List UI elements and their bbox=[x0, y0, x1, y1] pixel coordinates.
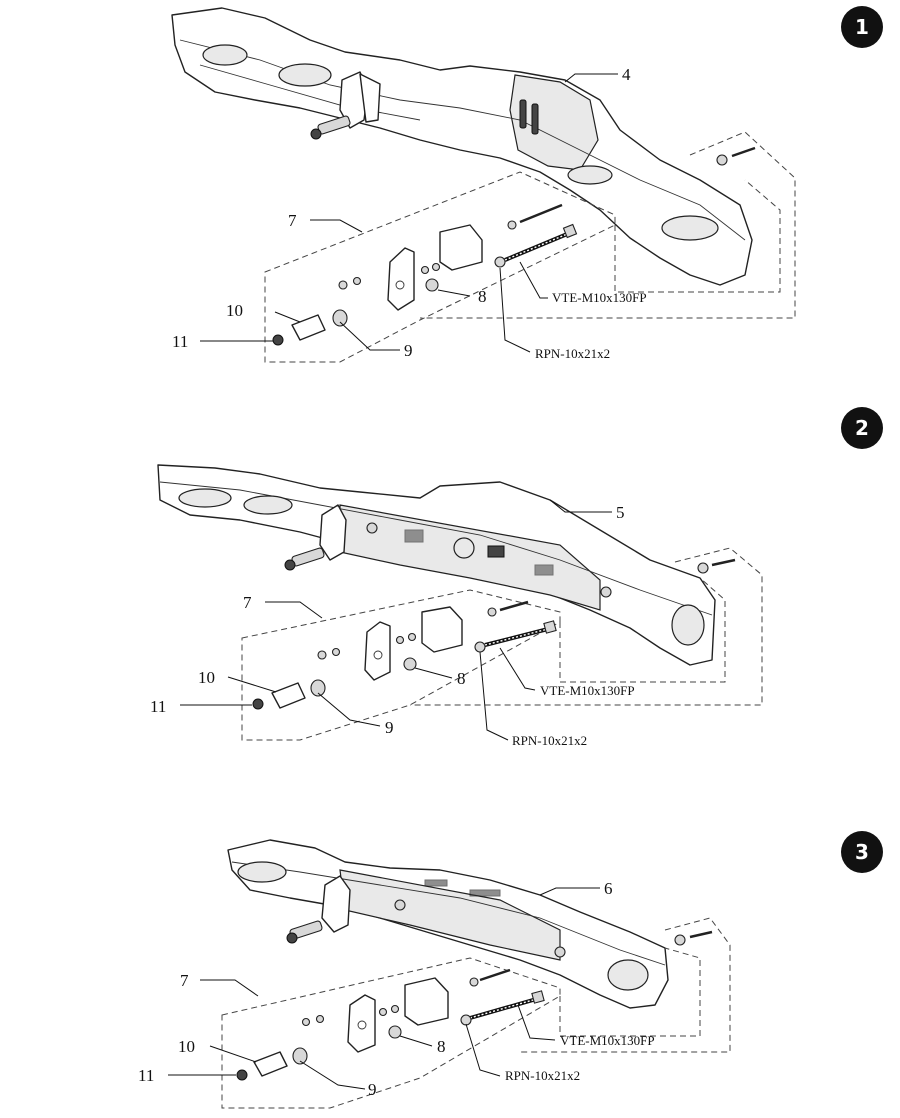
bolt-enclosure bbox=[410, 547, 763, 706]
step-badge-number: 2 bbox=[855, 416, 869, 440]
label-bushing: 8 bbox=[457, 669, 466, 688]
label-spacer: 10 bbox=[226, 301, 243, 320]
label-body: 4 bbox=[622, 65, 631, 84]
kit-enclosure bbox=[241, 589, 561, 741]
label-bolt: VTE-M10x130FP bbox=[560, 1033, 655, 1048]
label-washer: RPN-10x21x2 bbox=[505, 1068, 580, 1083]
step-2-group: 2 bbox=[150, 407, 883, 748]
label-washer: RPN-10x21x2 bbox=[512, 733, 587, 748]
kit-enclosure bbox=[264, 171, 616, 363]
label-spacer: 10 bbox=[198, 668, 215, 687]
beam-body bbox=[227, 839, 669, 1009]
label-bushing: 8 bbox=[478, 287, 487, 306]
bolt-enclosure bbox=[420, 131, 796, 319]
label-nut: 11 bbox=[172, 332, 188, 351]
beam-body bbox=[157, 464, 716, 666]
label-body: 5 bbox=[616, 503, 625, 522]
label-kit: 7 bbox=[243, 593, 252, 612]
label-bolt: VTE-M10x130FP bbox=[540, 683, 635, 698]
label-washer: RPN-10x21x2 bbox=[535, 346, 610, 361]
step-badge: 3 bbox=[841, 831, 883, 873]
label-collar: 9 bbox=[385, 718, 394, 737]
step-3-group: 3 bbox=[138, 831, 883, 1109]
beam-body bbox=[171, 7, 753, 286]
bolt-enclosure bbox=[520, 917, 731, 1053]
label-collar: 9 bbox=[368, 1080, 377, 1099]
exploded-hardware bbox=[252, 558, 736, 710]
label-kit: 7 bbox=[288, 211, 297, 230]
label-bolt: VTE-M10x130FP bbox=[552, 290, 647, 305]
label-collar: 9 bbox=[404, 341, 413, 360]
kit-enclosure bbox=[221, 957, 561, 1109]
step-badge: 2 bbox=[841, 407, 883, 449]
label-nut: 11 bbox=[138, 1066, 154, 1085]
step-1-group: 1 bbox=[171, 6, 883, 363]
label-kit: 7 bbox=[180, 971, 189, 990]
label-body: 6 bbox=[604, 879, 613, 898]
exploded-hardware bbox=[236, 930, 713, 1081]
exploded-hardware bbox=[272, 146, 756, 346]
step-badge: 1 bbox=[841, 6, 883, 48]
step-badge-number: 3 bbox=[855, 840, 869, 864]
label-nut: 11 bbox=[150, 697, 166, 716]
step-badge-number: 1 bbox=[855, 15, 869, 39]
label-spacer: 10 bbox=[178, 1037, 195, 1056]
label-bushing: 8 bbox=[437, 1037, 446, 1056]
